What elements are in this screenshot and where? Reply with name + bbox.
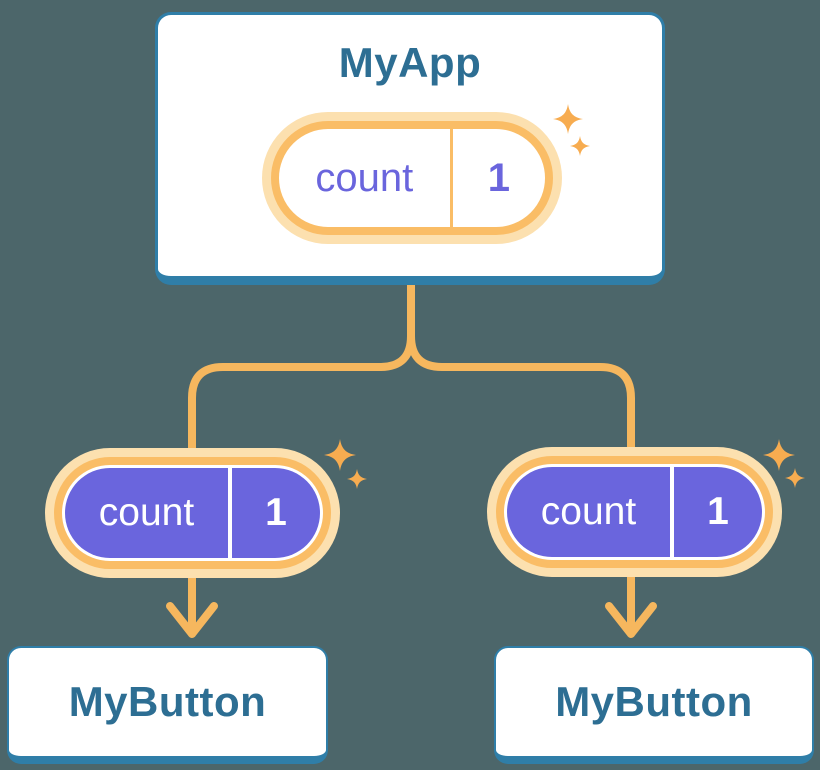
prop-value: 1 — [669, 467, 762, 557]
component-label: MyButton — [68, 678, 267, 725]
prop-name: count — [98, 491, 195, 534]
component-node-myapp: MyApp count 1 — [155, 12, 665, 285]
component-label: MyButton — [555, 678, 753, 725]
props-pill-body: count 1 — [496, 456, 773, 568]
state-value: 1 — [449, 129, 545, 227]
props-pill-body: count 1 — [54, 457, 331, 569]
connector-branch-left — [188, 335, 415, 452]
props-pill-fill: count 1 — [507, 467, 762, 557]
component-label: MyApp — [338, 39, 482, 86]
sparkle-big-star — [553, 104, 583, 134]
arrow-down-right-icon — [605, 572, 657, 638]
arrow-down-left-icon — [166, 572, 218, 638]
sparkle-small-star — [347, 469, 367, 489]
props-pill-fill: count 1 — [65, 468, 320, 558]
state-pill: count 1 — [262, 112, 562, 244]
prop-name: count — [540, 490, 637, 533]
sparkle-big-star — [324, 439, 356, 471]
sparkle-big-star — [763, 439, 795, 471]
prop-value: 1 — [227, 468, 320, 558]
props-pill-right: count 1 — [487, 447, 782, 577]
connector-branch-right — [407, 335, 635, 452]
component-node-mybutton-left: MyButton — [7, 646, 328, 764]
state-pill-body: count 1 — [271, 121, 553, 235]
sparkle-icon-left — [324, 439, 367, 489]
state-name: count — [315, 155, 414, 200]
component-node-mybutton-right: MyButton — [494, 646, 814, 764]
sparkle-icon-root — [553, 104, 590, 156]
sparkle-icon-right — [763, 439, 805, 488]
sparkle-small-star — [785, 468, 805, 488]
sparkle-small-star — [570, 136, 590, 156]
props-pill-left: count 1 — [45, 448, 340, 578]
